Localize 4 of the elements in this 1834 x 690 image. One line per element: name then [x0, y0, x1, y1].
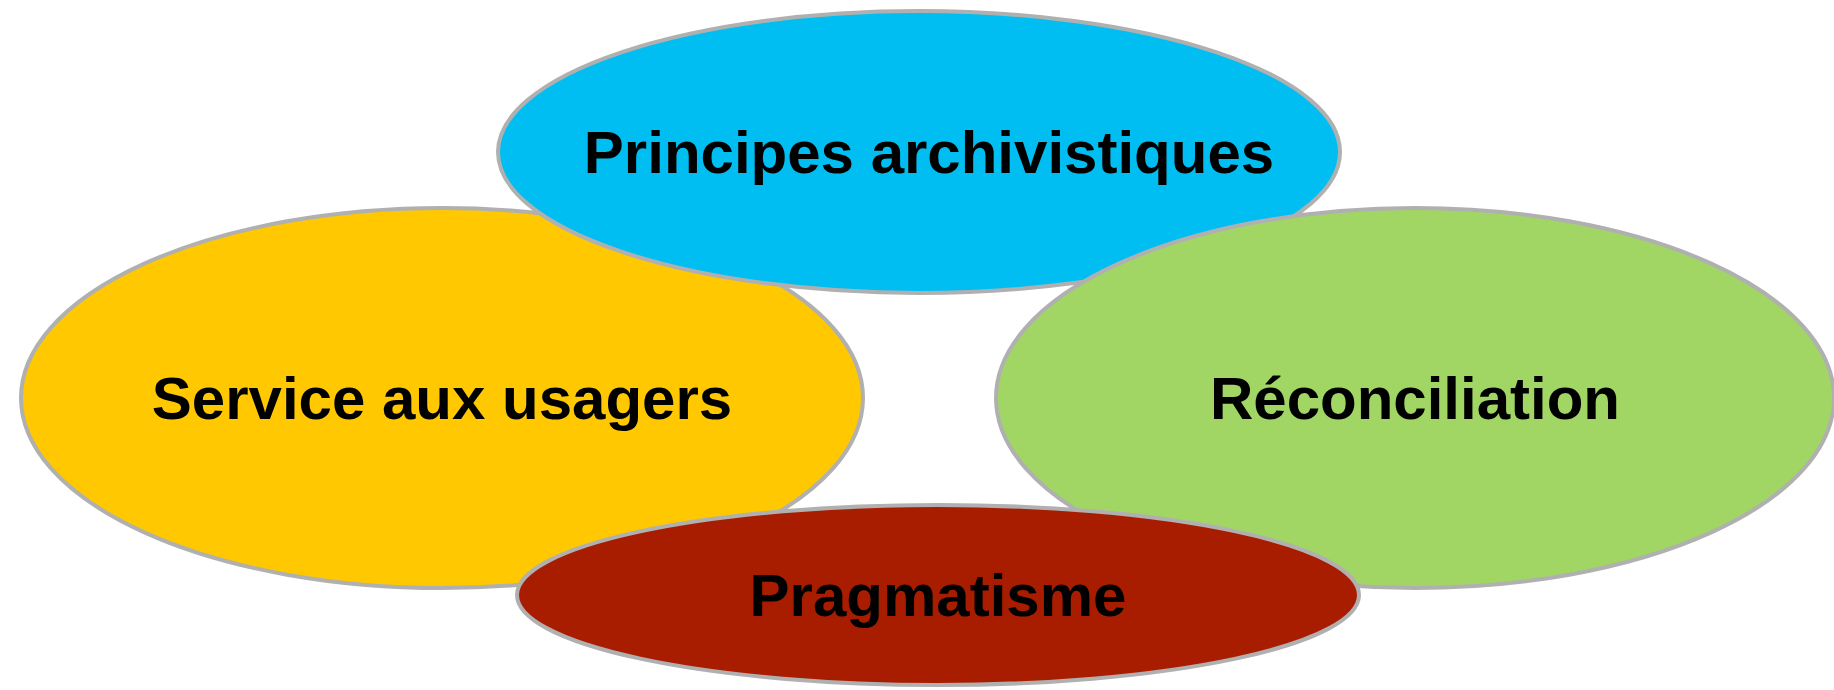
node-label: Réconciliation [1209, 363, 1621, 433]
node-label: Service aux usagers [151, 363, 733, 433]
node-label: Principes archivistiques [583, 117, 1275, 187]
node-label: Pragmatisme [749, 560, 1127, 630]
